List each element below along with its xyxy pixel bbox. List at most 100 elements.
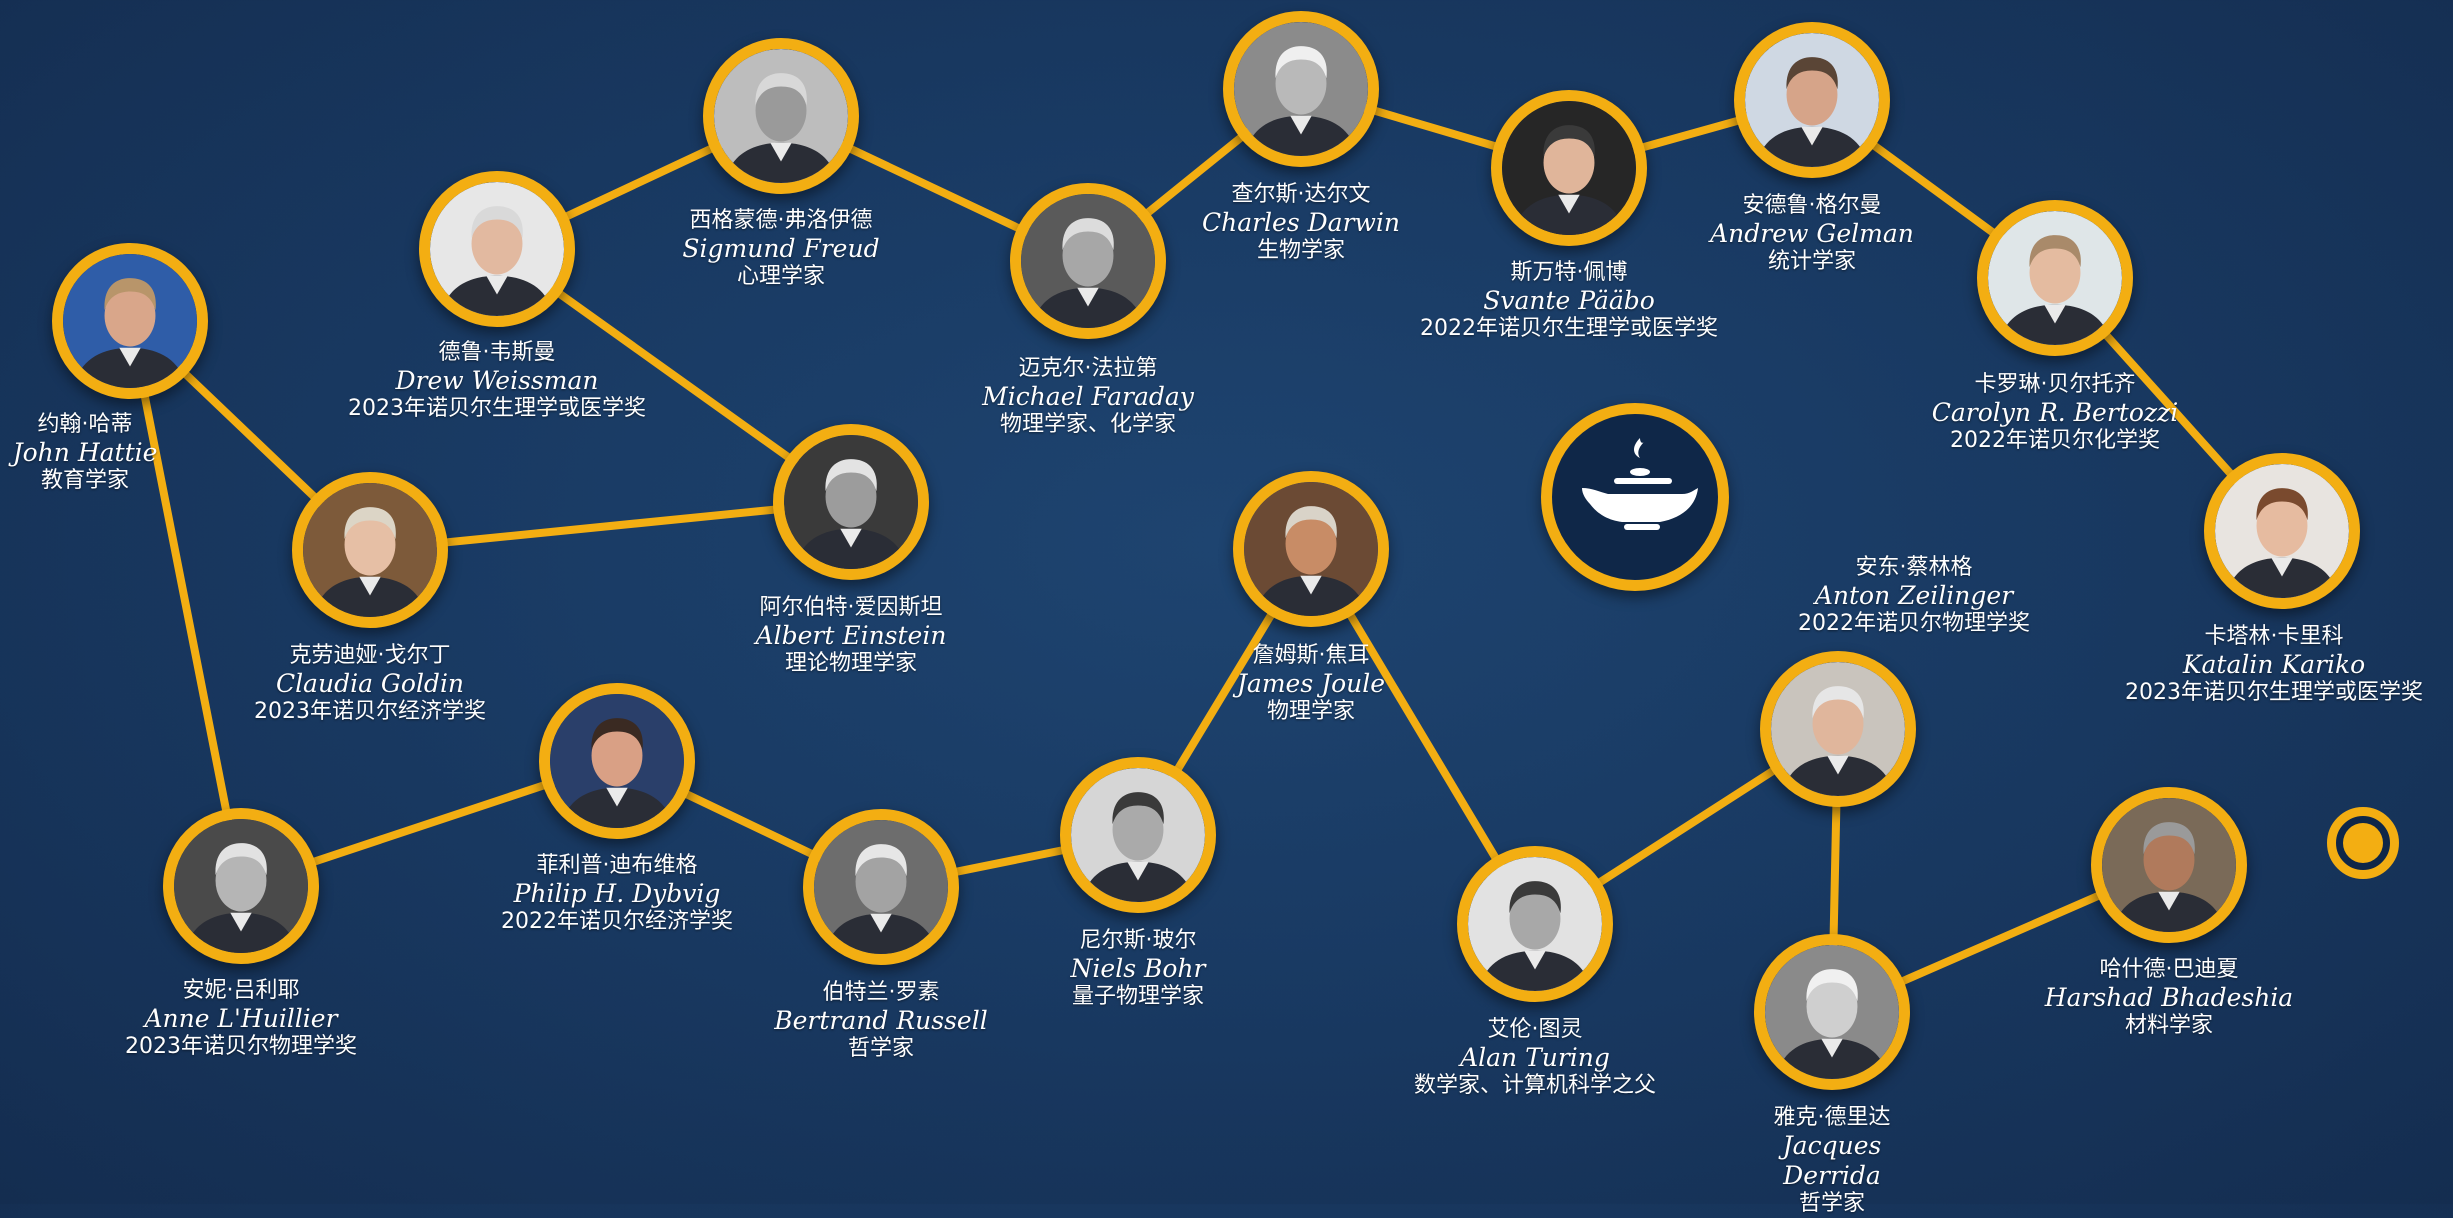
- name-cn: 克劳迪娅·戈尔丁: [289, 643, 451, 668]
- name-cn: 卡罗琳·贝尔托齐: [1974, 372, 2136, 397]
- portrait-alan-turing: [1457, 846, 1613, 1002]
- role: 理论物理学家: [784, 651, 917, 677]
- name-cn: 安妮·吕利耶: [182, 978, 300, 1003]
- name-cn: 詹姆斯·焦耳: [1252, 643, 1370, 668]
- name-en: Drew Weissman: [395, 366, 599, 396]
- role: 哲学家: [847, 1036, 914, 1062]
- portrait-anton-zeilinger: [1760, 651, 1916, 807]
- portrait-harshad-bhadeshia: [2091, 787, 2247, 943]
- oil-lamp-icon: [1582, 438, 1698, 530]
- label-sigmund-freud: 西格蒙德·弗洛伊德 Sigmund Freud 心理学家: [641, 208, 921, 291]
- decorative-dot: [2327, 807, 2399, 879]
- portrait-svante-paabo: [1491, 90, 1647, 246]
- name-en: Alan Turing: [1460, 1043, 1610, 1073]
- label-drew-weissman: 德鲁·韦斯曼 Drew Weissman 2023年诺贝尔生理学或医学奖: [317, 340, 677, 423]
- name-cn: 查尔斯·达尔文: [1231, 182, 1371, 207]
- name-cn: 伯特兰·罗素: [822, 980, 940, 1005]
- name-en: Jacques Derrida: [1782, 1131, 1882, 1191]
- label-alan-turing: 艾伦·图灵 Alan Turing 数学家、计算机科学之父: [1365, 1017, 1705, 1100]
- name-cn: 艾伦·图灵: [1487, 1017, 1583, 1042]
- role: 数学家、计算机科学之父: [1413, 1073, 1656, 1099]
- label-niels-bohr: 尼尔斯·玻尔 Niels Bohr 量子物理学家: [998, 928, 1278, 1011]
- role: 心理学家: [736, 264, 825, 290]
- name-cn: 安德鲁·格尔曼: [1742, 193, 1882, 218]
- portrait-bertrand-russell: [803, 809, 959, 965]
- label-michael-faraday: 迈克尔·法拉第 Michael Faraday 物理学家、化学家: [948, 356, 1228, 439]
- name-en: Andrew Gelman: [1710, 219, 1914, 249]
- name-en: Anton Zeilinger: [1814, 581, 2014, 611]
- label-anton-zeilinger: 安东·蔡林格 Anton Zeilinger 2022年诺贝尔物理学奖: [1734, 555, 2094, 638]
- portrait-james-joule: [1233, 471, 1389, 627]
- name-cn: 约翰·哈蒂: [37, 412, 133, 437]
- name-cn: 安东·蔡林格: [1855, 555, 1973, 580]
- name-en: Anne L'Huillier: [144, 1004, 338, 1034]
- role: 2023年诺贝尔生理学或医学奖: [348, 396, 646, 422]
- role: 哲学家: [1798, 1191, 1865, 1217]
- label-harshad-bhadeshia: 哈什德·巴迪夏 Harshad Bhadeshia 材料学家: [2009, 957, 2329, 1040]
- portrait-john-hattie: [52, 243, 208, 399]
- name-cn: 菲利普·迪布维格: [536, 853, 698, 878]
- portrait-claudia-goldin: [292, 472, 448, 628]
- name-en: John Hattie: [12, 438, 158, 468]
- portrait-niels-bohr: [1060, 757, 1216, 913]
- label-bertrand-russell: 伯特兰·罗素 Bertrand Russell 哲学家: [741, 980, 1021, 1063]
- name-cn: 尼尔斯·玻尔: [1079, 928, 1197, 953]
- name-en: Charles Darwin: [1201, 208, 1401, 238]
- role: 生物学家: [1256, 238, 1345, 264]
- name-cn: 西格蒙德·弗洛伊德: [689, 208, 873, 233]
- role: 2023年诺贝尔物理学奖: [125, 1034, 357, 1060]
- label-philip-dybvig: 菲利普·迪布维格 Philip H. Dybvig 2022年诺贝尔经济学奖: [437, 853, 797, 936]
- portrait-sigmund-freud: [703, 38, 859, 194]
- oil-lamp-logo: [1541, 403, 1729, 591]
- label-andrew-gelman: 安德鲁·格尔曼 Andrew Gelman 统计学家: [1672, 193, 1952, 276]
- portrait-drew-weissman: [419, 171, 575, 327]
- portrait-andrew-gelman: [1734, 22, 1890, 178]
- name-cn: 德鲁·韦斯曼: [438, 340, 556, 365]
- role: 材料学家: [2124, 1013, 2213, 1039]
- name-en: Albert Einstein: [755, 621, 947, 651]
- portrait-charles-darwin: [1223, 11, 1379, 167]
- name-cn: 斯万特·佩博: [1510, 260, 1628, 285]
- portrait-albert-einstein: [773, 424, 929, 580]
- portrait-jacques-derrida: [1754, 934, 1910, 1090]
- name-en: Svante Pääbo: [1483, 286, 1655, 316]
- name-en: Katalin Kariko: [2182, 650, 2366, 680]
- name-cn: 迈克尔·法拉第: [1018, 356, 1158, 381]
- link-goldin-einstein: [366, 498, 855, 554]
- name-en: Philip H. Dybvig: [513, 879, 721, 909]
- name-en: Bertrand Russell: [774, 1006, 988, 1036]
- role: 2022年诺贝尔生理学或医学奖: [1420, 316, 1718, 342]
- portrait-carolyn-bertozzi: [1977, 200, 2133, 356]
- label-claudia-goldin: 克劳迪娅·戈尔丁 Claudia Goldin 2023年诺贝尔经济学奖: [190, 643, 550, 726]
- role: 教育学家: [40, 468, 129, 494]
- name-cn: 哈什德·巴迪夏: [2099, 957, 2239, 982]
- role: 2022年诺贝尔经济学奖: [501, 909, 733, 935]
- role: 物理学家、化学家: [999, 412, 1176, 438]
- label-john-hattie: 约翰·哈蒂 John Hattie 教育学家: [0, 412, 170, 495]
- portrait-katalin-kariko: [2204, 453, 2360, 609]
- label-svante-paabo: 斯万特·佩博 Svante Pääbo 2022年诺贝尔生理学或医学奖: [1389, 260, 1749, 343]
- name-en: Harshad Bhadeshia: [2044, 983, 2294, 1013]
- label-jacques-derrida: 雅克·德里达 Jacques Derrida 哲学家: [1712, 1105, 1952, 1218]
- portrait-michael-faraday: [1010, 183, 1166, 339]
- label-albert-einstein: 阿尔伯特·爱因斯坦 Albert Einstein 理论物理学家: [711, 595, 991, 678]
- role: 2022年诺贝尔化学奖: [1950, 428, 2160, 454]
- label-anne-lhuillier: 安妮·吕利耶 Anne L'Huillier 2023年诺贝尔物理学奖: [66, 978, 416, 1061]
- portrait-anne-lhuillier: [163, 808, 319, 964]
- name-cn: 雅克·德里达: [1773, 1105, 1891, 1130]
- role: 物理学家: [1266, 699, 1355, 725]
- name-en: Carolyn R. Bertozzi: [1931, 398, 2179, 428]
- name-en: James Joule: [1236, 669, 1386, 699]
- label-charles-darwin: 查尔斯·达尔文 Charles Darwin 生物学家: [1161, 182, 1441, 265]
- name-cn: 卡塔林·卡里科: [2204, 624, 2344, 649]
- name-en: Sigmund Freud: [682, 234, 880, 264]
- role: 统计学家: [1767, 249, 1856, 275]
- name-en: Michael Faraday: [982, 382, 1194, 412]
- link-hattie-lhuillier: [126, 317, 245, 890]
- name-en: Claudia Goldin: [275, 669, 465, 699]
- role: 量子物理学家: [1071, 984, 1204, 1010]
- portrait-philip-dybvig: [539, 683, 695, 839]
- role: 2023年诺贝尔生理学或医学奖: [2125, 680, 2423, 706]
- role: 2022年诺贝尔物理学奖: [1798, 611, 2030, 637]
